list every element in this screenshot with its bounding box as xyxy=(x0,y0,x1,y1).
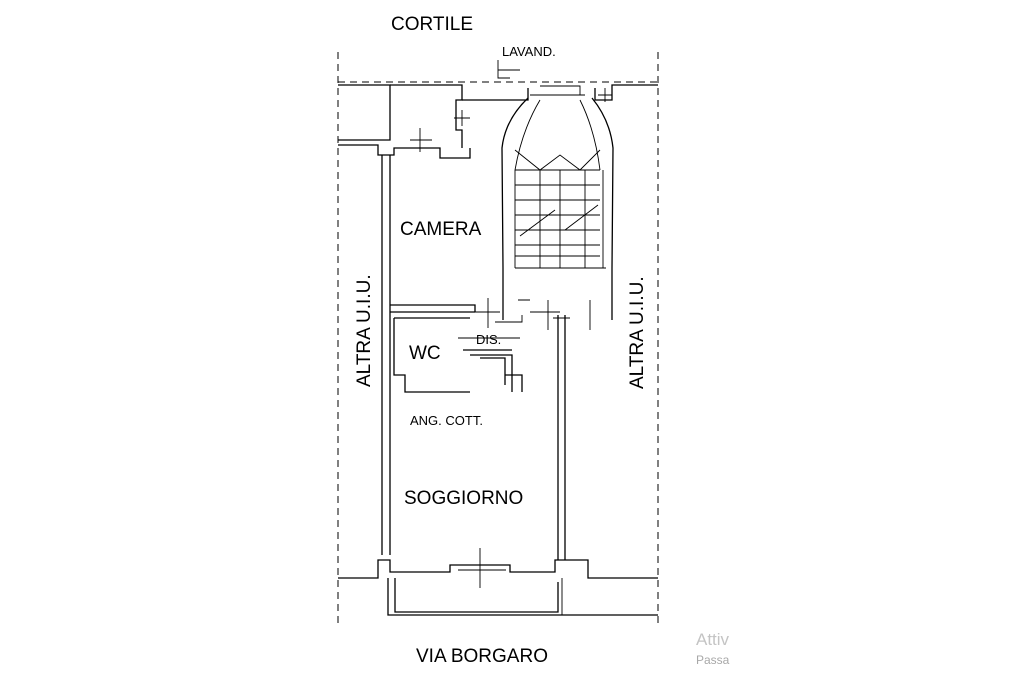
top-walls xyxy=(338,60,658,159)
label-lavand: LAVAND. xyxy=(502,44,556,59)
watermark-line2: Passa xyxy=(696,653,730,667)
label-cortile: CORTILE xyxy=(391,14,473,35)
bottom-walls xyxy=(338,548,658,616)
boundary-lines xyxy=(337,52,659,628)
watermark-line1: Attiv xyxy=(696,630,730,649)
interior-walls xyxy=(390,298,570,560)
label-dis: DIS. xyxy=(476,332,501,347)
left-wall xyxy=(381,155,391,555)
label-altra-right: ALTRA U.I.U. xyxy=(627,276,648,389)
staircase xyxy=(501,97,614,330)
label-wc: WC xyxy=(409,343,441,364)
label-via: VIA BORGARO xyxy=(416,646,548,667)
label-altra-left: ALTRA U.I.U. xyxy=(354,274,375,387)
label-soggiorno: SOGGIORNO xyxy=(404,488,523,509)
label-camera: CAMERA xyxy=(400,219,482,240)
label-ang-cott: ANG. COTT. xyxy=(410,413,483,428)
